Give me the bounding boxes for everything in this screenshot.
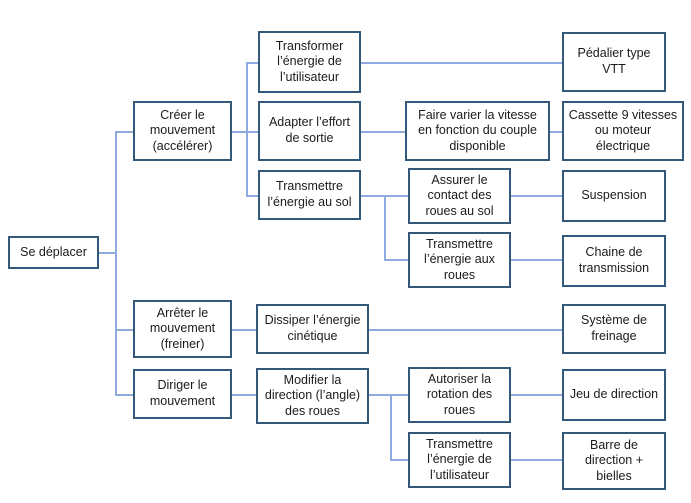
connector-transmettresol-to-assurer — [384, 195, 408, 197]
node-label: Jeu de direction — [569, 387, 659, 402]
node-label: Pédalier type VTT — [577, 46, 651, 76]
connector-diriger-to-modifier — [231, 394, 257, 396]
node-label: Arrêter le mouvement (freiner) — [149, 305, 216, 351]
node-barre-de-direction-bielles[interactable]: Barre de direction + bielles — [562, 432, 666, 490]
node-label: Dissiper l’énergie cinétique — [264, 313, 361, 343]
connector-root-to-arreter — [115, 329, 134, 331]
connector-assurer-to-suspension — [510, 195, 563, 197]
node-jeu-de-direction[interactable]: Jeu de direction — [562, 369, 666, 421]
node-label: Transmettre l’énergie aux roues — [424, 236, 495, 282]
connector-creer-to-transformer — [246, 62, 259, 64]
node-label: Autoriser la rotation des roues — [426, 371, 493, 417]
connector-transmettresol-to-transmettreroues — [384, 259, 408, 261]
node-dissiper-energie-cinetique[interactable]: Dissiper l’énergie cinétique — [256, 304, 369, 354]
connector-transmettreenergie-to-barre — [510, 459, 563, 461]
node-label: Système de freinage — [580, 313, 647, 343]
connector-modifier-to-autoriser — [390, 394, 408, 396]
connector-arreter-to-dissiper — [231, 329, 257, 331]
node-autoriser-rotation-des-roues[interactable]: Autoriser la rotation des roues — [408, 367, 511, 423]
connector-autoriser-to-jeudirection — [510, 394, 563, 396]
node-chaine-de-transmission[interactable]: Chaine de transmission — [562, 235, 666, 287]
connector-root-to-diriger — [115, 394, 134, 396]
node-assurer-contact-roues-au-sol[interactable]: Assurer le contact des roues au sol — [408, 168, 511, 224]
node-modifier-la-direction[interactable]: Modifier la direction (l’angle) des roue… — [256, 368, 369, 424]
connector-fairevarier-to-cassette — [549, 131, 563, 133]
node-label: Faire varier la vitesse en fonction du c… — [418, 107, 537, 153]
connector-root-stub — [98, 252, 116, 254]
connector-transmettreroues-to-chaine — [510, 259, 563, 261]
node-suspension[interactable]: Suspension — [562, 170, 666, 222]
connector-modifier-to-transmettre-energie — [390, 459, 408, 461]
node-label: Transformer l’énergie de l’utilisateur — [275, 38, 344, 84]
connector-transmettresol-trunk — [384, 195, 386, 261]
connector-creer-to-adapter — [246, 131, 259, 133]
connector-transmettresol-stub — [360, 195, 386, 197]
node-label: Se déplacer — [20, 244, 87, 259]
node-label: Transmettre l’énergie de l’utilisateur — [426, 436, 493, 482]
node-adapter-effort-de-sortie[interactable]: Adapter l’effort de sortie — [258, 101, 361, 161]
node-transmettre-energie-au-sol[interactable]: Transmettre l’énergie au sol — [258, 170, 361, 220]
connector-dissiper-to-freinage — [368, 329, 563, 331]
node-label: Suspension — [581, 188, 647, 203]
node-label: Cassette 9 vitesses ou moteur électrique — [568, 107, 678, 153]
node-arreter-le-mouvement[interactable]: Arrêter le mouvement (freiner) — [133, 300, 232, 358]
node-label: Chaine de transmission — [578, 245, 650, 275]
connector-modifier-trunk — [390, 394, 392, 461]
node-transmettre-energie-de-utilisateur[interactable]: Transmettre l’énergie de l’utilisateur — [408, 432, 511, 488]
node-se-deplacer[interactable]: Se déplacer — [8, 236, 99, 269]
node-label: Transmettre l’énergie au sol — [267, 179, 352, 209]
node-label: Barre de direction + bielles — [584, 437, 644, 483]
node-transmettre-energie-aux-roues[interactable]: Transmettre l’énergie aux roues — [408, 232, 511, 288]
node-creer-le-mouvement[interactable]: Créer le mouvement (accélérer) — [133, 101, 232, 161]
node-systeme-de-freinage[interactable]: Système de freinage — [562, 304, 666, 354]
node-faire-varier-la-vitesse[interactable]: Faire varier la vitesse en fonction du c… — [405, 101, 550, 161]
node-pedalier-type-vtt[interactable]: Pédalier type VTT — [562, 32, 666, 92]
connector-creer-trunk — [246, 62, 248, 196]
node-label: Diriger le mouvement — [149, 378, 216, 408]
connector-root-trunk — [115, 131, 117, 395]
node-label: Assurer le contact des roues au sol — [425, 172, 494, 218]
node-diriger-le-mouvement[interactable]: Diriger le mouvement — [133, 369, 232, 419]
node-transformer-energie-utilisateur[interactable]: Transformer l’énergie de l’utilisateur — [258, 31, 361, 93]
connector-creer-stub — [231, 131, 248, 133]
connector-creer-to-transmettre-sol — [246, 195, 259, 197]
connector-modifier-stub — [368, 394, 392, 396]
node-label: Modifier la direction (l’angle) des roue… — [264, 372, 361, 418]
node-label: Créer le mouvement (accélérer) — [149, 107, 216, 153]
node-label: Adapter l’effort de sortie — [268, 115, 351, 145]
connector-adapter-to-fairevarier — [360, 131, 406, 133]
connector-root-to-creer — [115, 131, 134, 133]
node-cassette-9-vitesses[interactable]: Cassette 9 vitesses ou moteur électrique — [562, 101, 684, 161]
connector-transformer-to-pedalier — [360, 62, 563, 64]
